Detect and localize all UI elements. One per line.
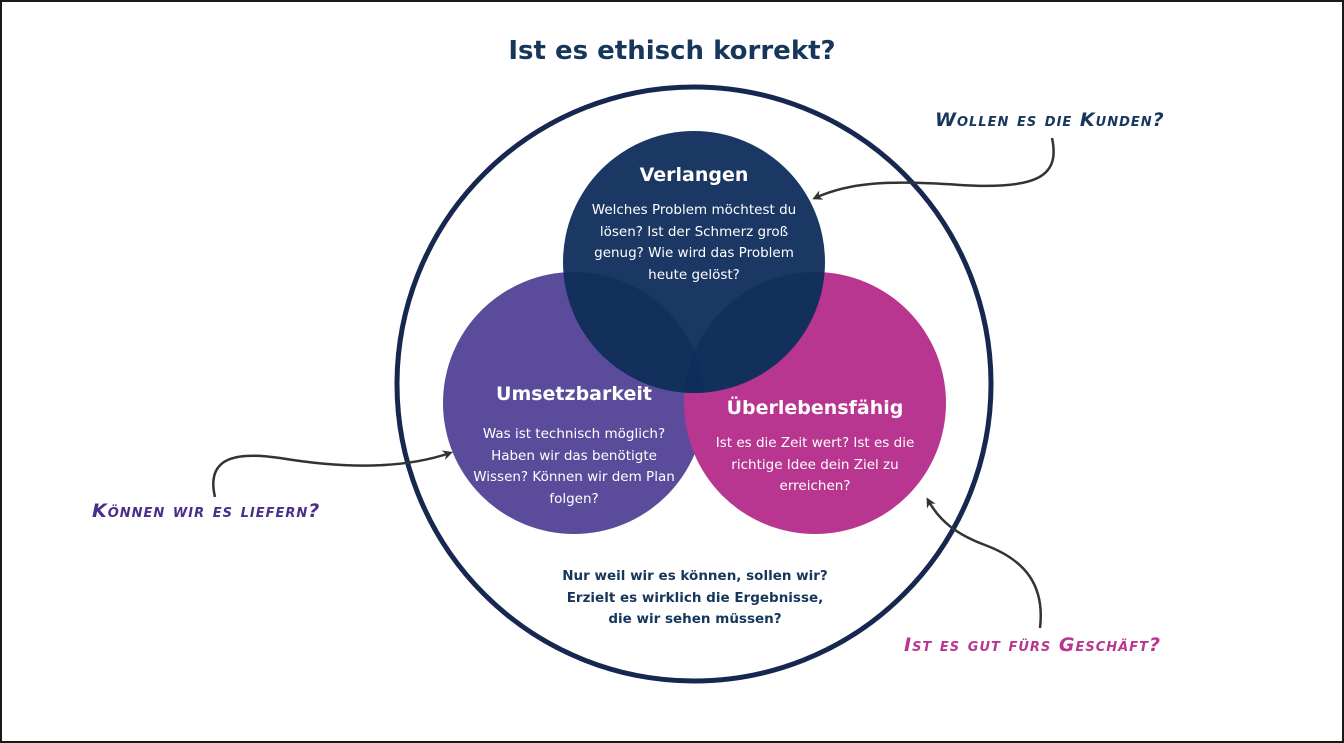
callout-customers: Wollen es die Kunden? (935, 109, 1165, 131)
feasibility-heading: Umsetzbarkeit (496, 383, 652, 405)
overlap-desire-viability (684, 272, 825, 393)
feasibility-text: Was ist technisch möglich? Haben wir das… (473, 426, 675, 507)
callout-business: Ist es gut fürs Geschäft? (904, 634, 1161, 656)
arrow-business (926, 497, 1042, 629)
desire-text: Welches Problem möchtest du lösen? Ist d… (591, 202, 797, 283)
overlap-desire-feasibility (563, 272, 705, 393)
arrow-customers (812, 137, 1055, 200)
arrow-deliver (212, 450, 453, 498)
desire-heading: Verlangen (639, 164, 749, 186)
outer-ring (394, 84, 994, 684)
viability-text: Ist es die Zeit wert? Ist es die richtig… (715, 435, 915, 494)
diagram-title: Ist es ethisch korrekt? (508, 36, 836, 66)
bottom-note: Nur weil wir es können, sollen wir? Erzi… (562, 568, 828, 627)
viability-heading: Überlebensfähig (726, 397, 904, 419)
callout-deliver: Können wir es liefern? (92, 500, 321, 522)
